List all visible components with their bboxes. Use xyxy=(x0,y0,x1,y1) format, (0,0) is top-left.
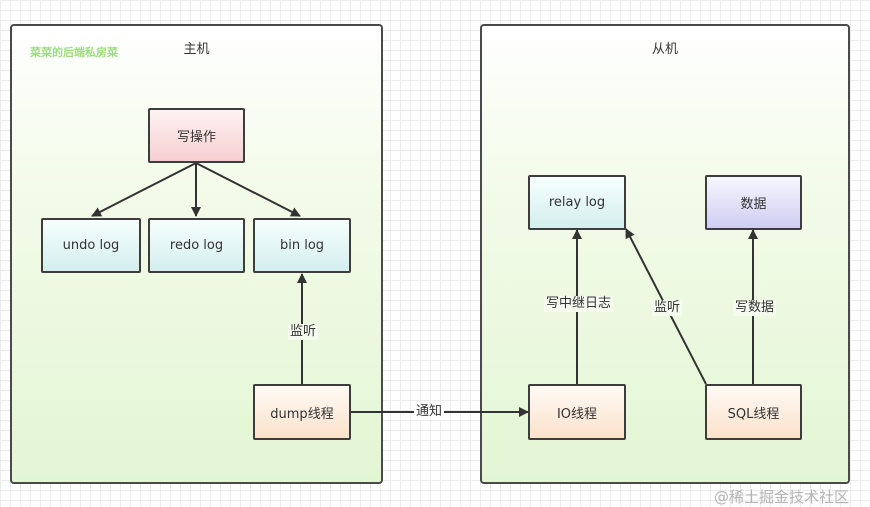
node-write-operation: 写操作 xyxy=(148,108,245,163)
node-bin-log: bin log xyxy=(253,218,351,273)
node-redo-log: redo log xyxy=(148,218,245,273)
master-title: 主机 xyxy=(183,42,210,57)
edge-label-sql-listen: 监听 xyxy=(652,300,683,316)
node-data: 数据 xyxy=(705,175,802,230)
node-undo-log: undo log xyxy=(41,218,141,273)
node-sql-thread: SQL线程 xyxy=(705,384,802,440)
author-watermark: 菜菜的后端私房菜 xyxy=(30,46,118,59)
edge-label-notify: 通知 xyxy=(414,404,445,420)
node-dump-thread: dump线程 xyxy=(253,384,351,440)
edge-write-to-undo xyxy=(91,162,197,217)
footer-watermark: @稀土掘金技术社区 xyxy=(714,488,850,506)
edge-write-to-binlog xyxy=(195,162,301,217)
slave-title: 从机 xyxy=(651,42,678,57)
node-io-thread: IO线程 xyxy=(528,384,626,440)
edge-label-write-relay: 写中继日志 xyxy=(544,296,614,312)
node-relay-log: relay log xyxy=(528,175,626,230)
edge-label-dump-listen: 监听 xyxy=(288,324,319,340)
edge-label-write-data: 写数据 xyxy=(733,300,777,316)
